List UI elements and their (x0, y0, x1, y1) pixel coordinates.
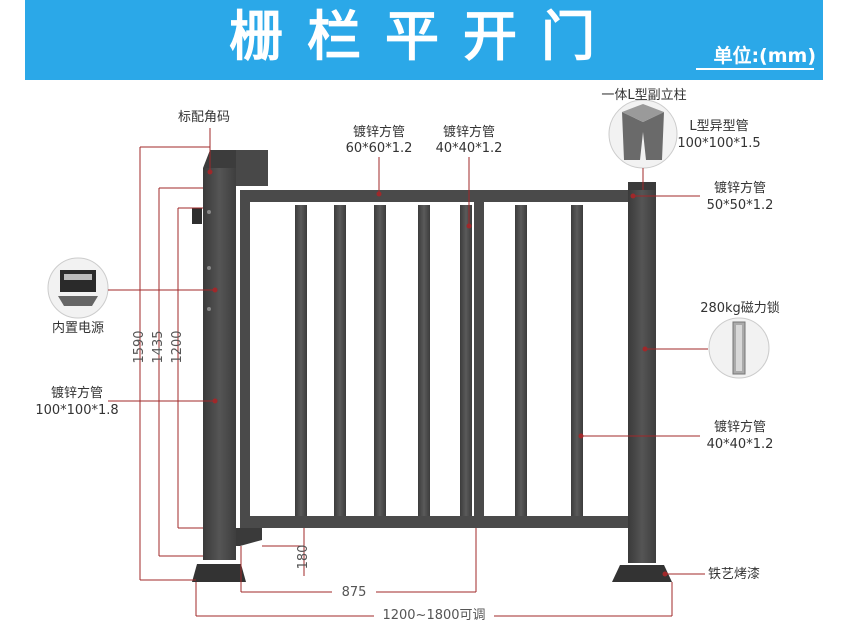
dim-180: 180 (296, 544, 311, 570)
leader-dots (207, 169, 668, 577)
dim-875: 875 (332, 586, 376, 600)
label-main-post-spec: 100*100*1.8 (35, 403, 119, 418)
magnetic-lock-icon (708, 317, 770, 379)
label-l-tube-name: L型异型管 (689, 119, 749, 134)
label-right-rail-name: 镀锌方管 (713, 181, 766, 196)
power-supply-icon (47, 257, 109, 319)
label-l-post: 一体L型副立柱 (601, 88, 687, 103)
label-right-rail-spec: 50*50*1.2 (706, 198, 774, 213)
label-l-tube-spec: 100*100*1.5 (677, 136, 761, 151)
title-banner (25, 0, 823, 80)
dim-width-range: 1200~1800可调 (374, 609, 494, 623)
unit-label: 单位:(mm) (713, 45, 816, 67)
label-finish: 铁艺烤漆 (708, 567, 761, 582)
main-post (192, 150, 268, 560)
unit-underline (696, 68, 814, 70)
leader-lines (108, 128, 708, 575)
label-right-bar-spec: 40*40*1.2 (706, 437, 774, 452)
label-corner-bracket: 标配角码 (178, 110, 231, 125)
right-leaf (484, 190, 634, 528)
label-main-post-name: 镀锌方管 (50, 386, 103, 401)
dim-1200: 1200 (170, 330, 185, 364)
l-tube-icon (608, 99, 678, 169)
label-bar-spec: 40*40*1.2 (435, 141, 503, 156)
label-mag-lock: 280kg磁力锁 (700, 301, 780, 316)
label-bar-name: 镀锌方管 (442, 125, 495, 140)
label-top-rail-spec: 60*60*1.2 (345, 141, 413, 156)
right-l-post (612, 182, 672, 582)
main-post-base (192, 564, 246, 582)
left-leaf (236, 190, 484, 546)
label-right-bar-name: 镀锌方管 (713, 420, 766, 435)
page-title: 栅栏平开门 (229, 5, 619, 68)
dim-1435: 1435 (151, 330, 166, 364)
dim-1590: 1590 (132, 330, 147, 364)
label-top-rail-name: 镀锌方管 (352, 125, 405, 140)
label-builtin-power: 内置电源 (51, 321, 104, 336)
dimension-lines (139, 146, 673, 617)
